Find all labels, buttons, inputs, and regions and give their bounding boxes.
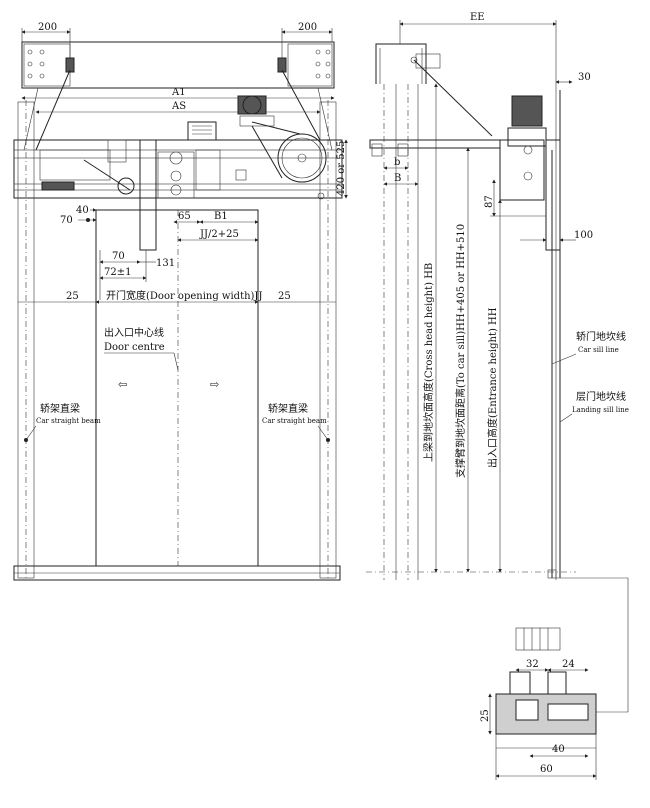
sill-guide-top: [515, 627, 561, 651]
dim-32: 32: [526, 659, 539, 670]
side-operator-body: [499, 139, 545, 201]
car-sill-cn: 轿门地坎线: [576, 330, 626, 343]
hh405-label: 支撑臂到地坎面距离(To car sill)HH+405 or HH+510: [454, 224, 467, 478]
side-support-arm: [413, 59, 493, 137]
control-box: [187, 121, 217, 141]
right-hanger: [277, 57, 287, 73]
dim-25-detail: 25: [480, 709, 491, 722]
door-panel: [95, 209, 259, 567]
dim-24: 24: [562, 659, 575, 670]
dim-b: b: [394, 157, 400, 168]
dim-30: 30: [578, 72, 591, 83]
hh-label: 出入口高度(Entrance height) HH: [486, 307, 499, 468]
dim-200-left: 200: [38, 22, 57, 33]
dim-60: 60: [540, 764, 553, 775]
side-door-vane: [545, 139, 561, 251]
beam-right-en: Car straight beam: [262, 417, 327, 425]
right-bracket-plate: [287, 43, 333, 87]
hb-label: 上梁到地坎面高度(Cross head height) HB: [422, 263, 435, 462]
dim-as: AS: [171, 101, 186, 112]
dim-ee: EE: [470, 12, 485, 23]
bracket-holes: [27, 49, 331, 79]
beam-left-cn: 轿架直梁: [40, 402, 80, 415]
opening-width-label: 开门宽度(Door opening width)JJ: [106, 289, 262, 302]
left-arrow-icon: ⇦: [118, 378, 127, 391]
detail-leader: [556, 577, 629, 713]
roller-left: [117, 177, 135, 195]
dim-87: 87: [484, 195, 495, 208]
left-support-arm: [35, 69, 71, 151]
right-support-arm: [281, 69, 321, 141]
dim-40: 40: [76, 205, 89, 216]
dim-jj2: JJ/2+25: [199, 229, 239, 240]
dim-b1: B1: [214, 211, 228, 222]
sill-detail: 32 24 25 40 60: [480, 627, 597, 780]
beam-right-cn: 轿架直梁: [268, 402, 308, 415]
dim-131: 131: [156, 258, 175, 269]
belt-upper: [251, 121, 301, 135]
landing-sill-cn: 层门地坎线: [576, 390, 626, 403]
dim-25-right: 25: [278, 291, 291, 302]
dim-B: B: [394, 173, 401, 184]
drive-pulley: [277, 133, 327, 183]
dim-a1: A1: [171, 87, 186, 98]
dim-200-right: 200: [298, 22, 317, 33]
door-centre-en: Door centre: [104, 342, 165, 353]
side-motor: [511, 95, 543, 127]
left-hanger: [65, 57, 75, 73]
right-arrow-icon: ⇨: [210, 378, 219, 391]
dim-70-top: 70: [60, 215, 73, 226]
dim-72: 72±1: [104, 267, 131, 278]
dim-70-mid: 70: [112, 251, 125, 262]
door-vane: [139, 139, 157, 251]
header-beam: [21, 41, 335, 89]
dim-65: 65: [178, 211, 191, 222]
car-sill-en: Car sill line: [578, 346, 619, 354]
landing-sill-en: Landing sill line: [572, 406, 629, 414]
lock-assembly: [157, 151, 195, 199]
dim-100: 100: [574, 230, 593, 241]
dim-25-left: 25: [66, 291, 79, 302]
front-view: 200 200 A1 AS: [13, 22, 348, 581]
dim-40-detail: 40: [552, 744, 565, 755]
dim-420-525: 420 or 525: [336, 141, 347, 196]
side-header-channel: [375, 43, 427, 84]
motor: [237, 95, 267, 115]
side-view: EE b B 30: [366, 12, 629, 713]
beam-left-en: Car straight beam: [36, 417, 101, 425]
side-plate: [369, 139, 501, 149]
door-centre-cn: 出入口中心线: [104, 326, 164, 339]
